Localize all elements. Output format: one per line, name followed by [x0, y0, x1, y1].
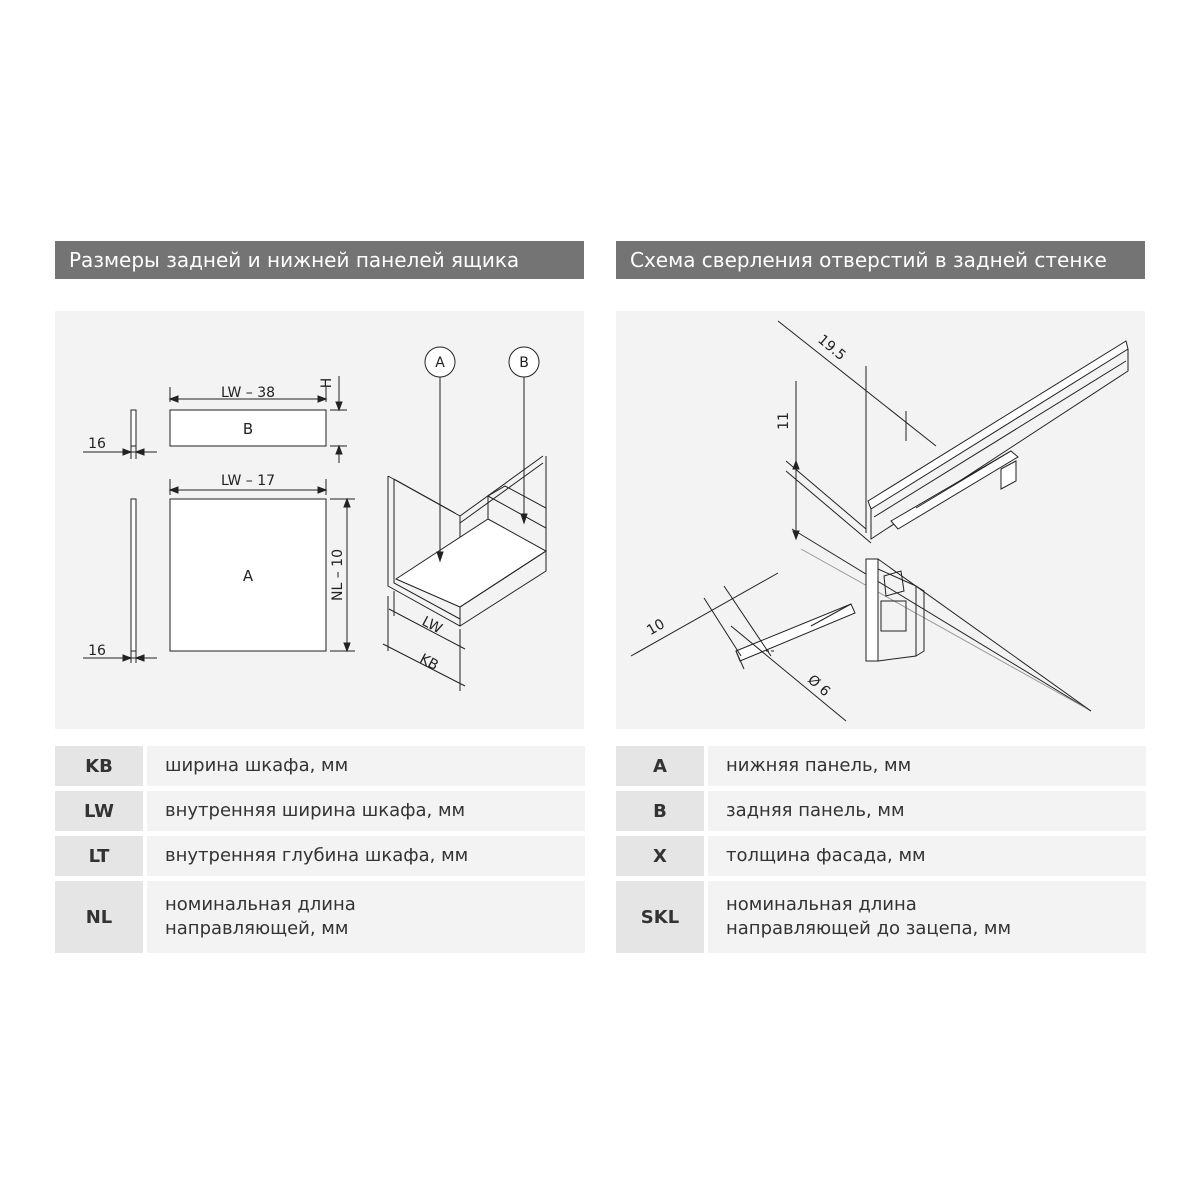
panel-dimensions-svg: LW – 38 H B 16 LW – 17 A NL – 10 16 A B … [83, 346, 547, 691]
panel-b-rect [169, 409, 327, 447]
legend-key: A [616, 746, 704, 786]
table-row: LT внутренняя глубина шкафа, мм [55, 836, 585, 876]
table-row: B задняя панель, мм [616, 791, 1146, 831]
legend-key: LT [55, 836, 143, 876]
legend-value: задняя панель, мм [708, 791, 1146, 831]
label-lw38: LW – 38 [221, 385, 275, 401]
dim-19-5-line [777, 320, 937, 447]
legend-key: X [616, 836, 704, 876]
legend-value: внутренняя глубина шкафа, мм [147, 836, 585, 876]
label-d6: Ø 6 [804, 672, 833, 700]
fitting [865, 558, 879, 662]
legend-value-line1: номинальная длина [165, 894, 356, 915]
label-kb: KB [417, 651, 441, 674]
right-section-title: Схема сверления отверстий в задней стенк… [616, 241, 1145, 279]
label-16-top: 16 [88, 436, 106, 452]
label-11: 11 [776, 412, 792, 430]
legend-value: нижняя панель, мм [708, 746, 1146, 786]
panel-drilling-svg: 19.5 11 10 Ø 6 [630, 320, 1129, 722]
legend-key: NL [55, 881, 143, 953]
panel-a-rect [169, 498, 327, 652]
rail-body [867, 340, 1129, 510]
legend-value-line2: направляющей, мм [165, 918, 349, 939]
drawer-isometric [382, 346, 547, 691]
side-strip-bottom [130, 498, 137, 652]
label-16-bottom: 16 [88, 643, 106, 659]
drill-bit [735, 603, 856, 662]
panel-drilling-diagram: 19.5 11 10 Ø 6 [616, 311, 1145, 729]
label-10: 10 [644, 616, 667, 639]
label-h: H [319, 378, 335, 389]
callout-b-label: B [519, 355, 529, 371]
label-lw17: LW – 17 [221, 473, 275, 489]
legend-value: внутренняя ширина шкафа, мм [147, 791, 585, 831]
left-legend-table: KB ширина шкафа, мм LW внутренняя ширина… [55, 746, 585, 958]
legend-key: LW [55, 791, 143, 831]
label-nl10: NL – 10 [330, 549, 346, 601]
legend-value-line1: номинальная длина [726, 894, 917, 915]
table-row: SKL номинальная длина направляющей до за… [616, 881, 1146, 953]
side-strip-top [130, 409, 137, 447]
label-lw: LW [419, 614, 445, 638]
table-row: NL номинальная длина направляющей, мм [55, 881, 585, 953]
legend-value-line2: направляющей до зацепа, мм [726, 918, 1012, 939]
table-row: A нижняя панель, мм [616, 746, 1146, 786]
legend-value: толщина фасада, мм [708, 836, 1146, 876]
table-row: X толщина фасада, мм [616, 836, 1146, 876]
legend-value: ширина шкафа, мм [147, 746, 585, 786]
right-legend-table: A нижняя панель, мм B задняя панель, мм … [616, 746, 1146, 958]
legend-key: KB [55, 746, 143, 786]
legend-key: SKL [616, 881, 704, 953]
callout-a-label: A [435, 355, 445, 371]
panel-dimensions-diagram: LW – 38 H B 16 LW – 17 A NL – 10 16 A B … [55, 311, 584, 729]
left-section-title: Размеры задней и нижней панелей ящика [55, 241, 584, 279]
legend-value: номинальная длина направляющей, мм [147, 881, 585, 953]
label-19-5: 19.5 [814, 332, 848, 364]
label-panel-a: A [243, 567, 254, 585]
label-panel-b: B [243, 420, 253, 438]
table-row: LW внутренняя ширина шкафа, мм [55, 791, 585, 831]
legend-value: номинальная длина направляющей до зацепа… [708, 881, 1146, 953]
legend-key: B [616, 791, 704, 831]
table-row: KB ширина шкафа, мм [55, 746, 585, 786]
